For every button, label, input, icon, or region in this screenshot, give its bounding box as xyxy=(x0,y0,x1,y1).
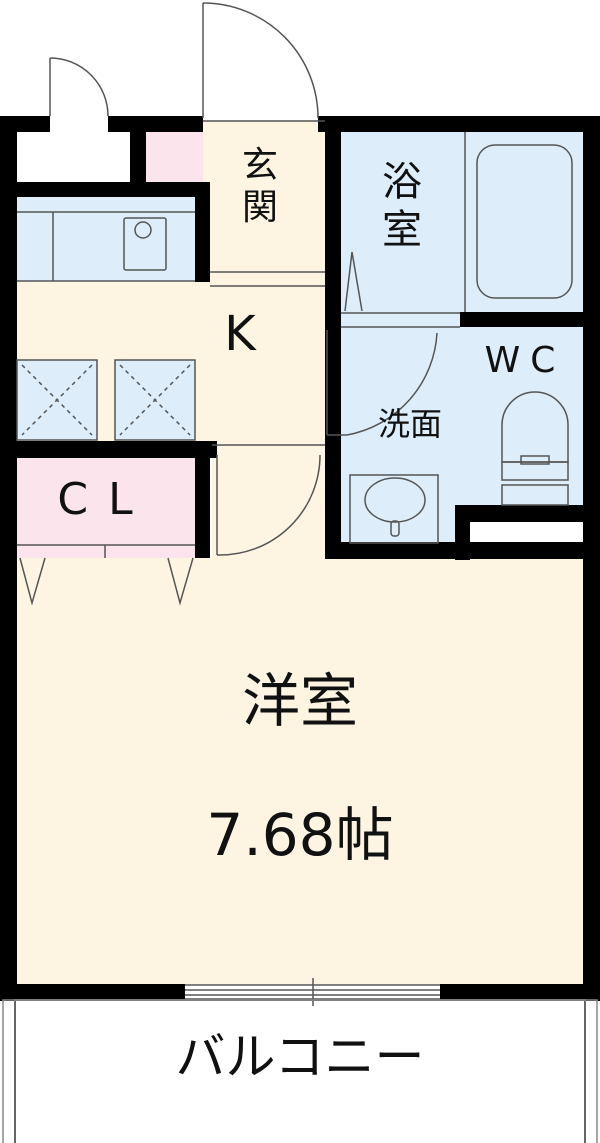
outdoor-unit-space xyxy=(17,132,130,182)
hall-floor xyxy=(212,441,325,561)
bath-label-line2: 室 xyxy=(382,207,422,253)
wall-closet-right xyxy=(195,441,210,558)
balcony-label: バルコニー xyxy=(175,1028,425,1086)
toilet-label: WC xyxy=(484,340,566,381)
wall-washroom-bottom xyxy=(325,542,600,559)
bath-floor xyxy=(341,132,583,312)
bath-label: 浴 室 xyxy=(372,162,432,250)
washroom-floor xyxy=(341,312,583,542)
ac-sleeve xyxy=(470,522,583,542)
wall-wc-bottom-block xyxy=(455,505,600,522)
wall-storage-divider xyxy=(130,132,146,182)
bath-label-line1: 浴 xyxy=(382,159,422,205)
wall-bottom-right xyxy=(440,984,600,1001)
wall-top-left xyxy=(0,116,50,132)
entrance-label: 玄 関 xyxy=(230,148,290,226)
wall-outer-left xyxy=(0,116,17,1000)
closet-floor xyxy=(17,458,195,558)
wall-bath-bottom xyxy=(460,312,600,327)
wall-kitchen-top xyxy=(0,182,210,197)
shoe-storage xyxy=(146,132,203,182)
western-room-floor xyxy=(17,558,583,984)
kitchen-label: K xyxy=(224,306,256,362)
entrance-label-line2: 関 xyxy=(241,187,278,228)
western-room-size: 7.68帖 xyxy=(206,801,394,869)
entrance-label-line1: 玄 xyxy=(241,145,278,186)
wall-top-mid xyxy=(108,116,203,132)
wall-kitchen-right xyxy=(195,182,210,282)
wall-top-right xyxy=(318,116,600,132)
entrance-floor xyxy=(203,120,325,285)
wall-entrance-right xyxy=(325,116,341,556)
western-room-label: 洋室 xyxy=(241,667,358,735)
washroom-label: 洗面 xyxy=(377,405,442,443)
wall-closet-top xyxy=(0,441,217,458)
wall-bottom-left xyxy=(0,984,185,1001)
closet-label: CL xyxy=(57,474,153,525)
